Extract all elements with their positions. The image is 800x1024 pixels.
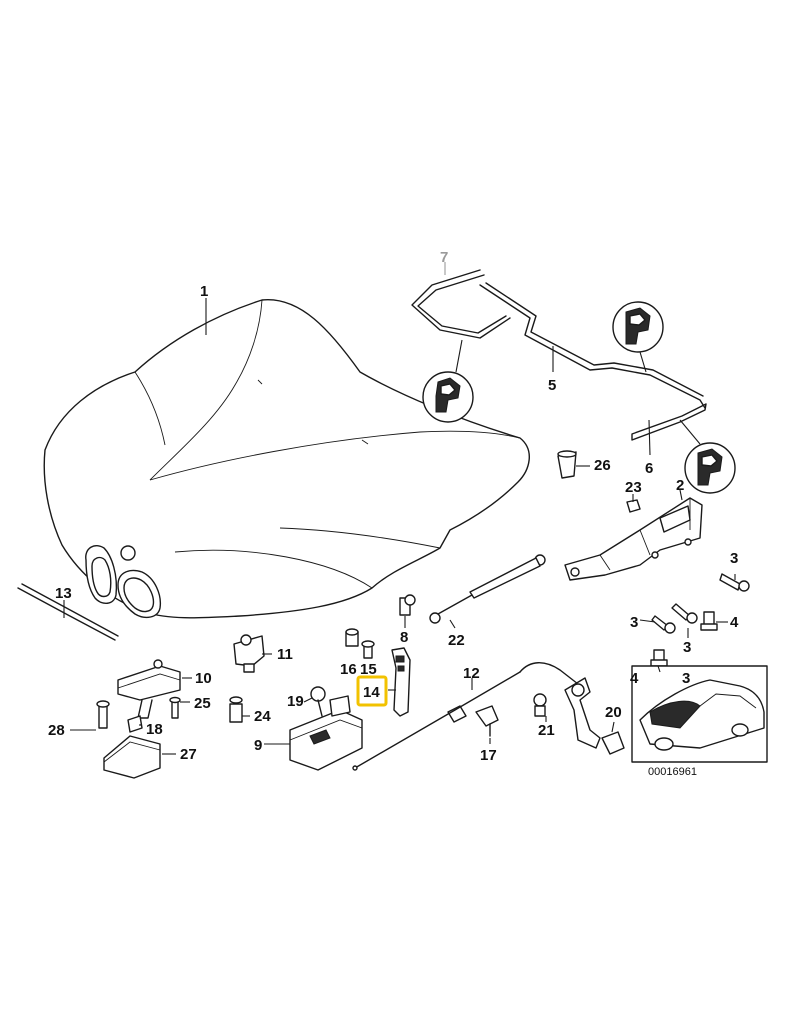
hood-panel[interactable]	[43, 299, 530, 619]
seal-profile-inset-2	[612, 301, 664, 373]
hood-hinge[interactable]	[564, 497, 703, 581]
callout-3-d: 3	[682, 670, 690, 687]
callout-6: 6	[645, 460, 653, 477]
handle-part-20[interactable]	[601, 731, 625, 755]
nut-part-4-a[interactable]	[700, 611, 718, 631]
callout-3-c: 3	[683, 639, 691, 656]
callout-25: 25	[194, 695, 211, 712]
callout-10: 10	[195, 670, 212, 687]
buffer-part-11[interactable]	[233, 634, 265, 673]
callout-27: 27	[180, 746, 197, 763]
callout-3-a: 3	[730, 550, 738, 567]
clip-part-18[interactable]	[127, 715, 143, 733]
seal-strip-part-13[interactable]	[17, 583, 119, 641]
car-thumbnail	[631, 665, 768, 763]
callout-24: 24	[254, 708, 271, 725]
gas-strut-part-22[interactable]	[429, 554, 546, 624]
callout-18: 18	[146, 721, 163, 738]
release-cable-part-12[interactable]	[352, 662, 579, 771]
hood-lock-part-9[interactable]	[289, 695, 363, 771]
bolt-part-3-c[interactable]	[651, 615, 676, 634]
leader-lines	[63, 262, 736, 755]
callout-11: 11	[277, 646, 293, 663]
callout-17: 17	[480, 747, 497, 764]
callout-23: 23	[625, 479, 642, 496]
callout-5: 5	[548, 377, 556, 394]
seal-part-5[interactable]	[479, 282, 706, 409]
callout-20: 20	[605, 704, 622, 721]
callout-9: 9	[254, 737, 262, 754]
buffer-part-24[interactable]	[229, 696, 243, 723]
callout-19: 19	[287, 693, 304, 710]
diagram-reference-number: 00016961	[648, 766, 697, 778]
sleeve-part-16[interactable]	[345, 628, 359, 647]
callout-15: 15	[360, 661, 377, 678]
callout-4-a: 4	[730, 614, 739, 631]
bolt-part-3-a[interactable]	[719, 573, 750, 592]
striker-part-14[interactable]	[391, 647, 411, 717]
nut-part-4-b[interactable]	[650, 649, 668, 667]
bump-stop-part-26[interactable]	[557, 450, 577, 479]
bolt-part-15[interactable]	[361, 640, 375, 659]
callout-12: 12	[463, 665, 480, 682]
nut-part-23[interactable]	[626, 499, 641, 513]
callout-13: 13	[55, 585, 72, 602]
bolt-part-3-b[interactable]	[671, 603, 698, 624]
seal-profile-inset-1	[422, 339, 474, 423]
rivet-part-28[interactable]	[96, 700, 110, 729]
bracket-part-27[interactable]	[103, 735, 161, 779]
callout-3-b: 3	[630, 614, 638, 631]
highlight-box-14	[356, 675, 388, 707]
seal-profile-inset-3	[679, 419, 736, 494]
callout-2: 2	[676, 477, 684, 494]
callout-26: 26	[594, 457, 611, 474]
bolt-part-19[interactable]	[310, 686, 326, 717]
callout-4-b: 4	[630, 670, 639, 687]
seal-part-6[interactable]	[631, 403, 707, 441]
callout-7: 7	[440, 249, 448, 266]
callout-16: 16	[340, 661, 357, 678]
release-lever-part-21[interactable]	[533, 677, 601, 749]
callout-8: 8	[400, 629, 408, 646]
bracket-part-10[interactable]	[117, 659, 181, 719]
clip-part-17[interactable]	[475, 705, 499, 737]
callout-1: 1	[200, 283, 208, 300]
seal-part-7[interactable]	[411, 269, 511, 339]
callout-labels: 1 7 5 6 26 23 2 3 8 22 3 3 4 4 3 13 11 1…	[48, 249, 739, 778]
callout-14: 14	[363, 684, 380, 701]
callout-21: 21	[538, 722, 555, 739]
ball-stud-part-8[interactable]	[399, 594, 416, 616]
callout-22: 22	[448, 632, 465, 649]
callout-28: 28	[48, 722, 65, 739]
bolt-part-25[interactable]	[169, 696, 181, 719]
